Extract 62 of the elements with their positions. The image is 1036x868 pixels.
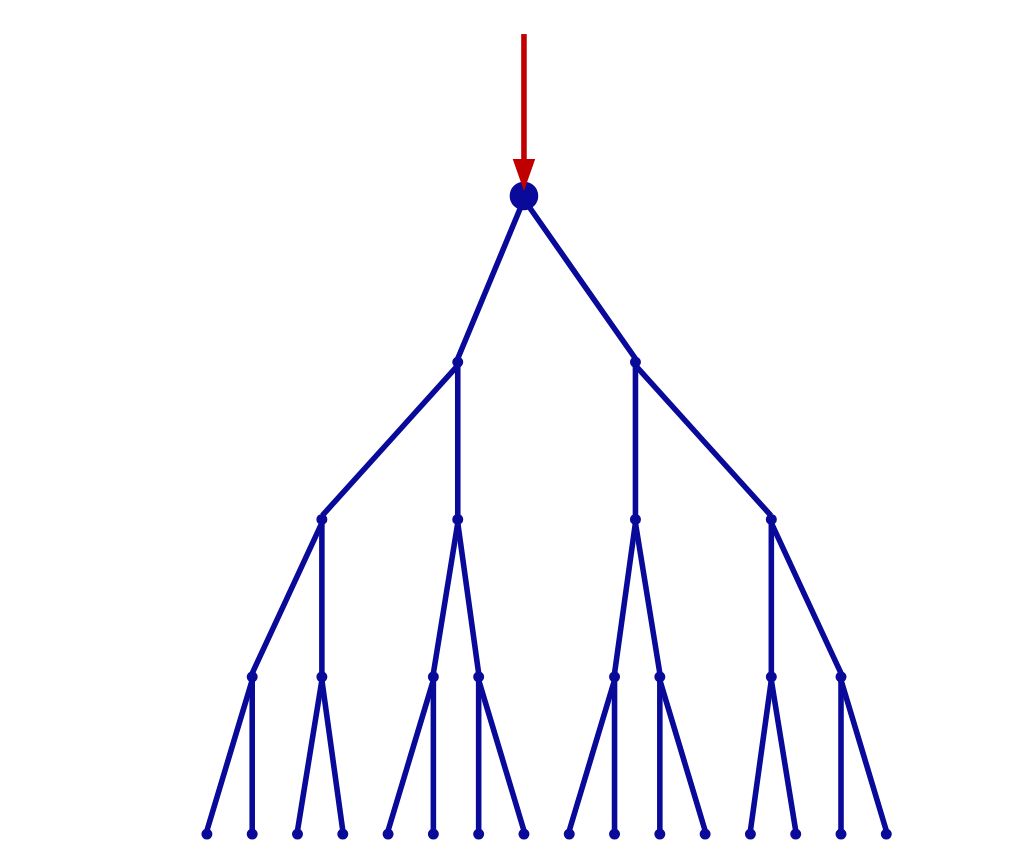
node-point	[337, 828, 349, 840]
node-point	[427, 828, 439, 840]
connector	[320, 364, 460, 518]
connector	[249, 522, 325, 675]
node-point	[452, 356, 464, 368]
node-point	[835, 828, 847, 840]
node-point	[699, 828, 711, 840]
connector	[430, 522, 461, 674]
node-point	[473, 671, 485, 683]
node-point	[790, 828, 802, 840]
node-point	[246, 671, 258, 683]
connector	[566, 679, 618, 831]
connector	[385, 679, 436, 831]
connector	[838, 679, 889, 831]
node-point	[765, 513, 777, 525]
node-point	[201, 828, 213, 840]
connector	[838, 680, 844, 831]
connector	[611, 680, 618, 831]
node-point	[292, 828, 303, 840]
connector	[657, 680, 663, 831]
connector	[455, 522, 482, 674]
node-point	[316, 513, 328, 525]
connector	[454, 366, 461, 516]
node-point	[629, 513, 641, 525]
connector	[455, 206, 523, 360]
connector	[768, 680, 799, 831]
node-point	[835, 671, 847, 683]
connector	[475, 680, 482, 831]
connector	[632, 366, 639, 516]
connector	[294, 680, 325, 831]
connector	[657, 679, 708, 831]
connector	[249, 680, 255, 831]
connector	[319, 523, 325, 673]
connector	[769, 522, 844, 675]
connector	[527, 206, 638, 360]
node-point	[654, 671, 666, 683]
connector	[768, 523, 775, 673]
node-point	[654, 828, 666, 840]
node-point	[316, 671, 328, 683]
node-point	[518, 828, 530, 840]
node-point	[609, 828, 621, 840]
node-point	[629, 356, 641, 368]
node-point	[509, 181, 539, 211]
arrow	[512, 34, 536, 192]
connector	[747, 680, 774, 831]
node-point	[452, 513, 464, 525]
node-point	[765, 671, 777, 683]
node-point	[563, 828, 575, 840]
node-point	[473, 828, 485, 840]
connector	[204, 679, 255, 831]
connector	[476, 679, 527, 831]
connector	[319, 680, 346, 831]
connector	[633, 364, 773, 518]
node-point	[609, 671, 621, 683]
node-point	[744, 828, 756, 840]
node-point	[382, 828, 394, 840]
node-point	[427, 671, 439, 683]
connector	[632, 522, 663, 674]
node-point	[246, 828, 258, 840]
connector	[430, 680, 437, 831]
node-point	[880, 828, 892, 840]
connector	[611, 522, 639, 674]
